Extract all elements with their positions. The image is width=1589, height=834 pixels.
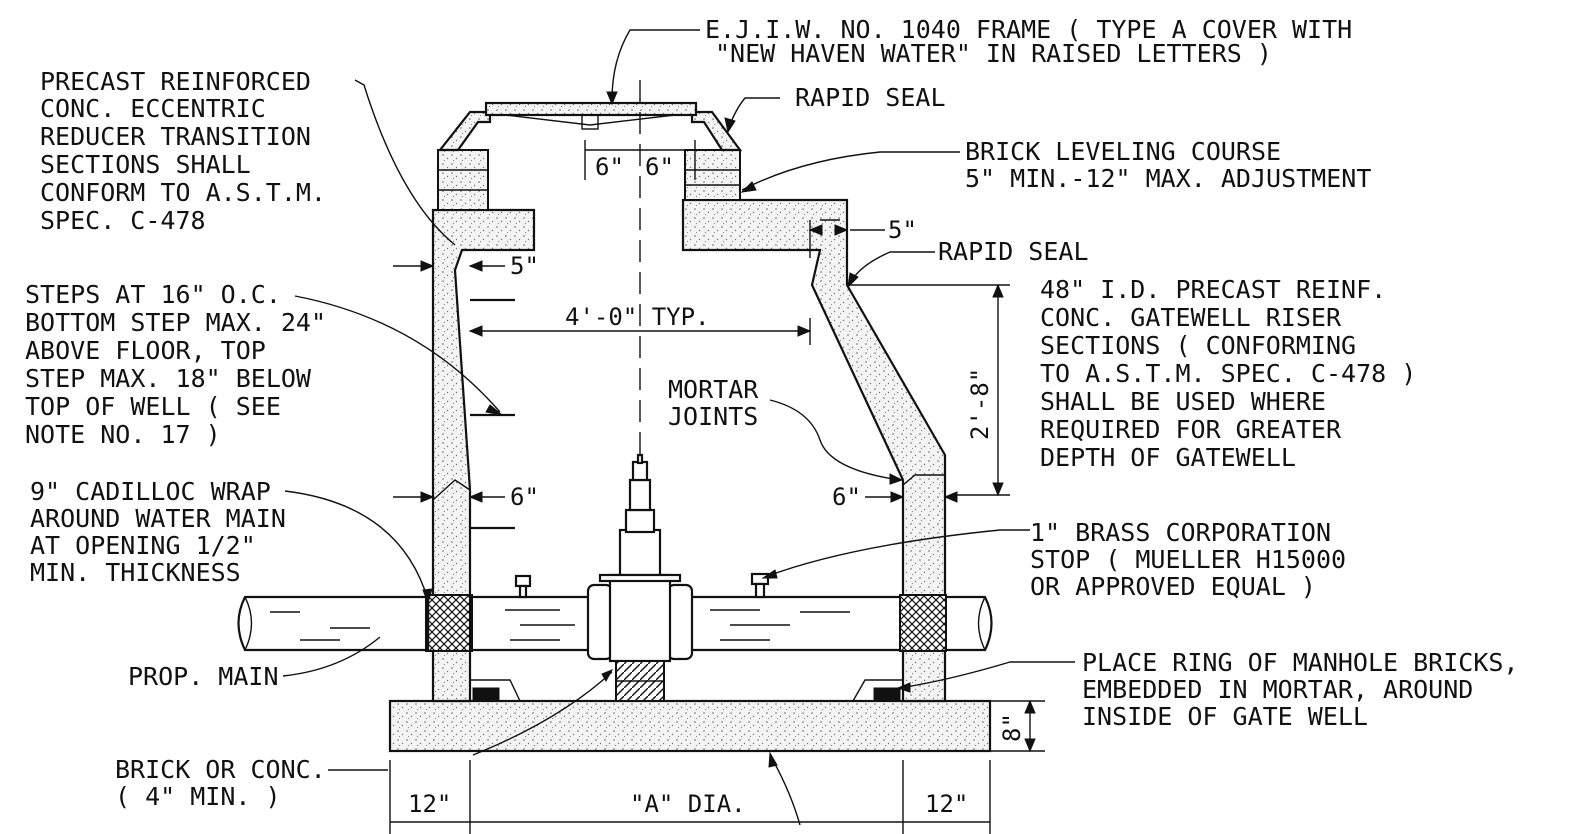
dim-base-left: 12" (408, 790, 451, 818)
svg-text:"NEW HAVEN WATER" IN RAISED LE: "NEW HAVEN WATER" IN RAISED LETTERS ) (715, 39, 1272, 68)
cadilloc-wrap-right (899, 594, 947, 652)
svg-text:INSIDE OF GATE WELL: INSIDE OF GATE WELL (1082, 702, 1368, 731)
ring-brick-right (852, 679, 903, 702)
label-brick-leveling: BRICK LEVELING COURSE 5" MIN.-12" MAX. A… (965, 137, 1371, 193)
svg-text:SHALL BE USED WHERE: SHALL BE USED WHERE (1040, 387, 1326, 416)
dim-opening-left: 6" (595, 153, 624, 181)
cadilloc-wrap-left (425, 594, 473, 652)
brick-course-right (684, 149, 741, 201)
dim-riser-height: 2'-8" (966, 368, 994, 440)
dim-opening-right: 6" (645, 153, 674, 181)
svg-text:SPEC. C-478: SPEC. C-478 (40, 206, 206, 235)
svg-text:AROUND WATER MAIN: AROUND WATER MAIN (30, 504, 286, 533)
dim-base-right: 12" (925, 790, 968, 818)
dim-top-wall: 5" (888, 216, 917, 244)
leaders (282, 29, 1075, 826)
label-corporation-stop: 1" BRASS CORPORATION STOP ( MUELLER H150… (1030, 518, 1346, 601)
corporation-stop-left (514, 574, 532, 599)
svg-text:EMBEDDED IN MORTAR, AROUND: EMBEDDED IN MORTAR, AROUND (1082, 675, 1473, 704)
svg-text:MIN. THICKNESS: MIN. THICKNESS (30, 558, 241, 587)
svg-text:E.J.I.W. NO. 1040 FRAME ( TYPE: E.J.I.W. NO. 1040 FRAME ( TYPE A COVER W… (705, 15, 1352, 44)
svg-text:( 4" MIN. ): ( 4" MIN. ) (115, 782, 281, 811)
label-frame: E.J.I.W. NO. 1040 FRAME ( TYPE A COVER W… (705, 15, 1352, 68)
svg-text:5" MIN.-12" MAX. ADJUSTMENT: 5" MIN.-12" MAX. ADJUSTMENT (965, 164, 1371, 193)
svg-text:BRICK OR CONC.: BRICK OR CONC. (115, 755, 326, 784)
svg-text:9" CADILLOC WRAP: 9" CADILLOC WRAP (30, 477, 271, 506)
brick-course-left (437, 149, 489, 211)
corporation-stop-right (750, 572, 770, 599)
svg-text:SECTIONS ( CONFORMING: SECTIONS ( CONFORMING (1040, 331, 1356, 360)
dimension-lines (389, 140, 1045, 834)
label-ring-bricks: PLACE RING OF MANHOLE BRICKS, EMBEDDED I… (1082, 648, 1519, 731)
svg-text:48" I.D. PRECAST REINF.: 48" I.D. PRECAST REINF. (1040, 275, 1386, 304)
dim-right-wall-lower: 6" (832, 483, 861, 511)
svg-text:REDUCER TRANSITION: REDUCER TRANSITION (40, 122, 311, 151)
svg-text:1" BRASS CORPORATION: 1" BRASS CORPORATION (1030, 518, 1331, 547)
svg-text:PRECAST REINFORCED: PRECAST REINFORCED (40, 67, 311, 96)
right-joint (902, 474, 945, 486)
left-wall (431, 208, 536, 703)
arrowheads (420, 91, 1036, 768)
dim-left-wall-lower: 6" (510, 483, 539, 511)
svg-text:NOTE NO. 17 ): NOTE NO. 17 ) (25, 420, 221, 449)
svg-text:STEP MAX. 18" BELOW: STEP MAX. 18" BELOW (25, 364, 312, 393)
label-brick-conc: BRICK OR CONC. ( 4" MIN. ) (115, 755, 326, 811)
label-mortar-joints: MORTAR JOINTS (668, 375, 759, 431)
label-cadilloc: 9" CADILLOC WRAP AROUND WATER MAIN AT OP… (30, 477, 286, 587)
label-prop-main: PROP. MAIN (128, 662, 279, 691)
svg-text:BRICK LEVELING COURSE: BRICK LEVELING COURSE (965, 137, 1281, 166)
svg-text:PLACE RING OF MANHOLE BRICKS,: PLACE RING OF MANHOLE BRICKS, (1082, 648, 1519, 677)
svg-text:STEPS AT 16" O.C.: STEPS AT 16" O.C. (25, 280, 281, 309)
manhole-frame (437, 110, 492, 152)
svg-text:TOP OF WELL ( SEE: TOP OF WELL ( SEE (25, 392, 281, 421)
label-precast-reducer: PRECAST REINFORCED CONC. ECCENTRIC REDUC… (40, 67, 326, 235)
svg-text:BOTTOM STEP MAX. 24": BOTTOM STEP MAX. 24" (25, 308, 326, 337)
dim-left-wall-upper: 5" (510, 252, 539, 280)
svg-text:SECTIONS SHALL: SECTIONS SHALL (40, 150, 251, 179)
label-riser-sections: 48" I.D. PRECAST REINF. CONC. GATEWELL R… (1040, 275, 1416, 472)
svg-text:ABOVE FLOOR, TOP: ABOVE FLOOR, TOP (25, 336, 266, 365)
left-joint (432, 479, 471, 501)
svg-text:JOINTS: JOINTS (668, 402, 758, 431)
label-rapid-seal-top: RAPID SEAL (795, 83, 946, 112)
label-steps: STEPS AT 16" O.C. BOTTOM STEP MAX. 24" A… (25, 280, 326, 449)
svg-text:CONC. GATEWELL RISER: CONC. GATEWELL RISER (1040, 303, 1342, 332)
base-slab (388, 699, 992, 753)
svg-text:REQUIRED FOR GREATER: REQUIRED FOR GREATER (1040, 415, 1342, 444)
dim-inner-width: 4'-0" TYP. (565, 303, 710, 331)
svg-text:CONC. ECCENTRIC: CONC. ECCENTRIC (40, 94, 266, 123)
ring-brick-left (470, 679, 521, 702)
svg-text:TO A.S.T.M. SPEC. C-478 ): TO A.S.T.M. SPEC. C-478 ) (1040, 359, 1416, 388)
svg-text:CONFORM TO A.S.T.M.: CONFORM TO A.S.T.M. (40, 178, 326, 207)
svg-text:OR APPROVED EQUAL ): OR APPROVED EQUAL ) (1030, 572, 1316, 601)
dim-base-thickness: 8" (998, 713, 1026, 742)
manhole-cover (484, 101, 698, 117)
svg-text:DEPTH OF GATEWELL: DEPTH OF GATEWELL (1040, 443, 1296, 472)
label-rapid-seal-right: RAPID SEAL (938, 237, 1089, 266)
svg-text:STOP ( MUELLER H15000: STOP ( MUELLER H15000 (1030, 545, 1346, 574)
gate-valve (586, 453, 694, 663)
dim-diameter: "A" DIA. (630, 790, 746, 818)
svg-text:MORTAR: MORTAR (668, 375, 759, 404)
svg-text:AT OPENING 1/2": AT OPENING 1/2" (30, 531, 256, 560)
pipe-shading (270, 609, 850, 641)
